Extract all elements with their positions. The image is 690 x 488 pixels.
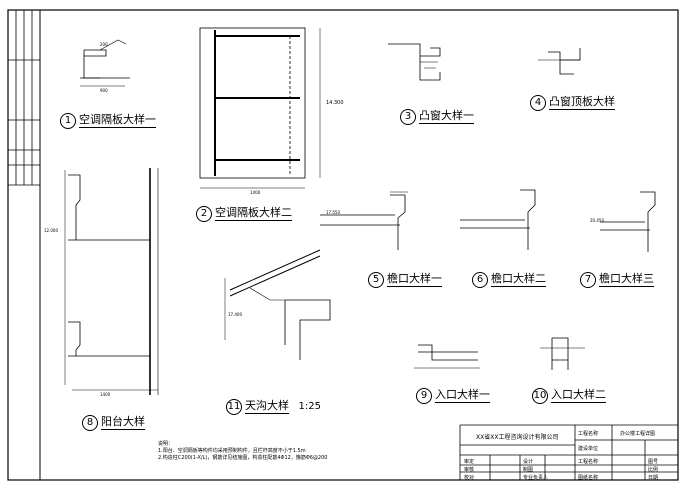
detail-title-text: 凸窗顶板大样: [549, 95, 615, 110]
elevation-label: 14.300: [326, 100, 344, 106]
detail-number: 3: [400, 109, 416, 125]
detail-title-text: 空调隔板大样二: [215, 206, 292, 221]
detail-title-text: 入口大样一: [435, 388, 490, 403]
detail-number: 6: [472, 272, 488, 288]
dimension-label: 900: [100, 88, 108, 93]
detail-number: 7: [580, 272, 596, 288]
title-block-label: 审核: [464, 467, 475, 473]
detail-title-text: 天沟大样: [245, 399, 289, 414]
title-block-label: 图号: [648, 459, 659, 465]
detail-number: 11: [226, 399, 242, 415]
title-block-label: 校对: [464, 475, 475, 481]
detail-number: 1: [60, 113, 76, 129]
detail-number: 10: [532, 388, 548, 404]
dimension-label: 200: [100, 42, 108, 47]
title-block-label: 工程名称: [578, 431, 599, 437]
detail-title-text: 檐口大样三: [599, 272, 654, 287]
title-block-value: 办公楼工程详图: [620, 431, 656, 437]
title-block-label: 比例: [648, 467, 659, 473]
detail-number: 8: [82, 415, 98, 431]
company-name: XX省XX工程咨询设计有限公司: [476, 434, 559, 441]
detail-title-text: 檐口大样一: [387, 272, 442, 287]
title-block-label: 图纸名称: [578, 475, 599, 481]
detail-title-text: 空调隔板大样一: [79, 113, 156, 128]
detail-number: 2: [196, 206, 212, 222]
title-block-label: 工程名称: [578, 459, 599, 465]
title-block-label: 建设单位: [578, 446, 599, 452]
detail-number: 4: [530, 95, 546, 111]
title-block-label: 日期: [648, 475, 659, 481]
detail-title-text: 入口大样二: [551, 388, 606, 403]
elevation-label: 20.450: [590, 218, 604, 223]
note-item: 1.阳台、空调隔板等构件均采用预制构件，且栏杆高度不小于1.5m: [158, 448, 306, 454]
detail-scale: 1:25: [298, 401, 321, 412]
elevation-label: 17.400: [228, 312, 242, 317]
title-block-label: 制图: [523, 467, 534, 473]
notes-heading: 说明：: [158, 441, 174, 447]
detail-number: 5: [368, 272, 384, 288]
detail-title-text: 檐口大样二: [491, 272, 546, 287]
general-notes: 说明： 1.阳台、空调隔板等构件均采用预制构件，且栏杆高度不小于1.5m 2.构…: [158, 441, 327, 462]
note-item: 2.构造柱C200(1-X/L)，钢筋详见结施图，构造柱配筋4Φ12，箍筋Φ6@…: [158, 455, 328, 461]
elevation-label: 17.550: [326, 210, 340, 215]
title-block-label: 审定: [464, 459, 475, 465]
dimension-label: 1400: [100, 392, 111, 397]
elevation-label: 12.000: [44, 228, 58, 233]
detail-title-text: 阳台大样: [101, 415, 145, 430]
title-block-label: 设计: [523, 459, 534, 465]
dimension-label: 1400: [250, 190, 261, 195]
detail-title-text: 凸窗大样一: [419, 109, 474, 124]
title-block-label: 专业负责人: [523, 475, 549, 481]
detail-number: 9: [416, 388, 432, 404]
